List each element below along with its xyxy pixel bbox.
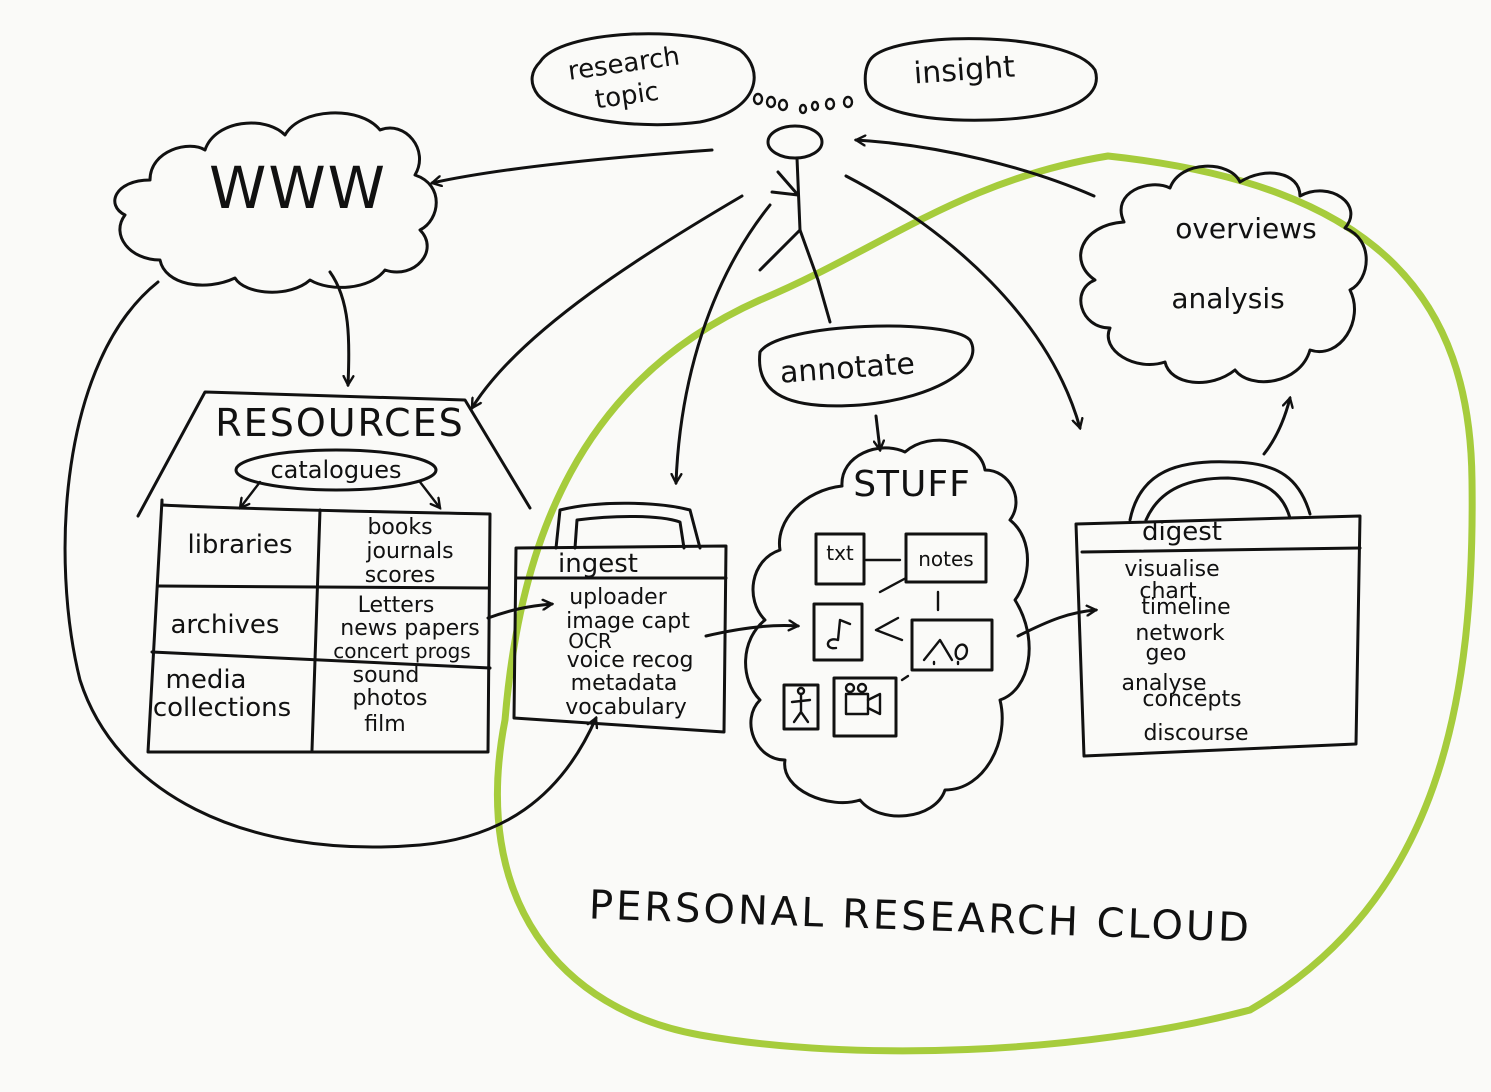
ingest-title: ingest [558, 549, 638, 579]
resources-row2-label: archives [171, 610, 280, 640]
arrow-to-resources [470, 194, 744, 408]
arrow-stuff-to-digest [1016, 610, 1096, 638]
digest-block: digest visualise chart timeline network … [1074, 460, 1362, 758]
stuff-title: STUFF [853, 464, 971, 505]
thought-dots [752, 92, 854, 115]
resources-row3-item2: photos [353, 686, 428, 711]
www-loop [63, 280, 596, 849]
resources-row2-item2: news papers [340, 616, 479, 641]
arrow-annotate-to-stuff [876, 414, 880, 450]
arrow-to-digest [844, 174, 1080, 428]
arrow-resources-to-ingest [486, 604, 552, 620]
figure-box [782, 683, 820, 731]
digest-item6: analyse [1121, 671, 1206, 696]
annotate-bubble: annotate [758, 324, 975, 408]
digest-title: digest [1142, 517, 1222, 547]
digest-item1: visualise [1124, 557, 1219, 582]
resources-row3-label2: collections [153, 693, 291, 723]
overviews-label: overviews [1175, 212, 1317, 245]
digest-item7: concepts [1142, 687, 1241, 712]
research-topic-line1: research [566, 41, 682, 86]
catalogues-oval: catalogues [234, 448, 438, 492]
txt-box: txt [814, 532, 866, 586]
www-cloud: WWW [113, 111, 438, 294]
resources-row3-label1: media [166, 665, 247, 695]
resources-row1-item1: books [367, 515, 432, 540]
resources-row1-item2: journals [365, 539, 453, 564]
arrow-from-overviews [856, 140, 1096, 198]
video-box [832, 676, 898, 738]
arrow-to-ingest [676, 203, 772, 483]
arrow-digest-to-overviews [1262, 398, 1290, 456]
ingest-item6: vocabulary [565, 695, 687, 720]
digest-item8: discourse [1143, 721, 1248, 746]
ingest-item3: OCR [568, 629, 612, 653]
digest-item3: timeline [1141, 595, 1230, 620]
analysis-label: analysis [1171, 282, 1284, 315]
notes-label: notes [918, 547, 973, 571]
personal-cloud-outline [493, 152, 1476, 1055]
ingest-item1: uploader [569, 585, 667, 610]
personal-research-cloud-label: PERSONAL RESEARCH CLOUD [588, 882, 1253, 951]
overviews-cloud: overviews analysis [1079, 164, 1368, 384]
resources-row3-item3: film [364, 712, 405, 737]
insight-bubble: insight [863, 37, 1098, 122]
notes-box: notes [904, 532, 988, 584]
arrow-to-www [432, 148, 714, 183]
digest-item4: network [1135, 621, 1225, 646]
insight-label: insight [913, 50, 1017, 92]
resources-row2-item3: concert progs [333, 639, 470, 663]
resources-title: RESOURCES [215, 401, 464, 445]
resources-row3-item1: sound [353, 663, 420, 688]
image-box [910, 618, 994, 672]
arrow-www-to-resources [328, 270, 349, 385]
ingest-item2: image capt [566, 609, 690, 634]
digest-item5: geo [1146, 641, 1187, 666]
ingest-item5: metadata [571, 671, 678, 696]
resources-block: RESOURCES catalogues libraries books jou… [136, 390, 532, 754]
ingest-block: ingest uploader image capt OCR voice rec… [512, 501, 728, 734]
resources-row1-item3: scores [365, 563, 436, 588]
resources-row1-label: libraries [187, 530, 292, 560]
research-topic-line2: topic [593, 77, 661, 116]
digest-item2: chart [1139, 579, 1197, 604]
txt-label: txt [826, 541, 854, 565]
stuff-cloud: STUFF txt notes [744, 438, 1031, 818]
ingest-item4: voice recog [567, 648, 694, 673]
www-label: WWW [209, 154, 387, 222]
catalogues-label: catalogues [270, 456, 401, 484]
annotate-label: annotate [779, 346, 916, 390]
research-topic-bubble: research topic [530, 32, 756, 127]
resources-row2-item1: Letters [358, 593, 435, 618]
arrow-ingest-to-stuff [704, 625, 798, 638]
researcher-figure [758, 124, 832, 324]
music-note-box [812, 602, 864, 662]
